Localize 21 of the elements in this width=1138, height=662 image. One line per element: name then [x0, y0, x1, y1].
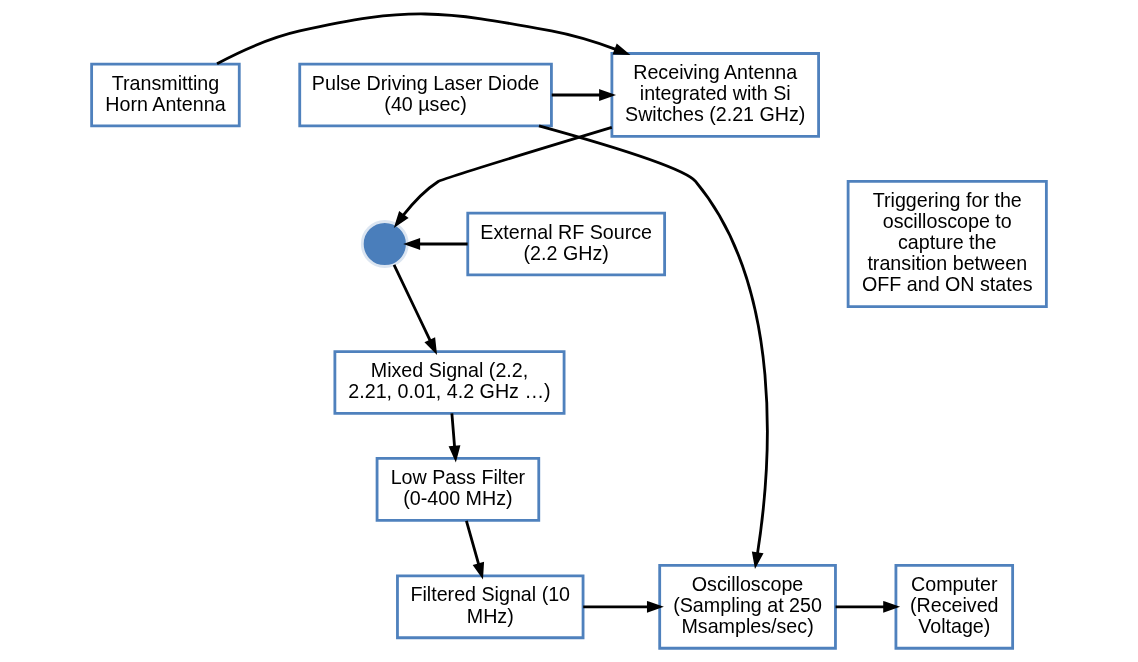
node-box: Receiving Antenna integrated with Si Switches (2.21 GHz) [610, 52, 820, 138]
node-box: Pulse Driving Laser Diode (40 µsec) [298, 62, 553, 128]
arrow [216, 12, 631, 65]
node-box: Triggering for the oscilloscope to capture the transition between OFF and ON states [846, 180, 1048, 308]
arrow [393, 126, 613, 229]
node-circle [360, 220, 409, 268]
node-box: External RF Source (2.2 GHz) [466, 211, 667, 277]
arrow [583, 600, 664, 613]
node-box: Computer (Received Voltage) [894, 563, 1015, 650]
arrow [392, 264, 438, 356]
arrow [448, 413, 461, 463]
arrow [551, 89, 616, 101]
node-box: Low Pass Filter (0-400 MHz) [375, 457, 541, 522]
arrow [403, 238, 468, 250]
node-box: Filtered Signal (10 MHz) [396, 574, 585, 640]
node-box: Mixed Signal (2.2, 2.21, 0.01, 4.2 GHz …) [333, 350, 566, 415]
arrow [835, 600, 901, 613]
node-box: Oscilloscope (Sampling at 250 Msamples/sec) [658, 563, 837, 650]
arrow [538, 124, 769, 570]
arrow [465, 520, 485, 580]
node-box: Transmitting Horn Antenna [90, 62, 241, 128]
